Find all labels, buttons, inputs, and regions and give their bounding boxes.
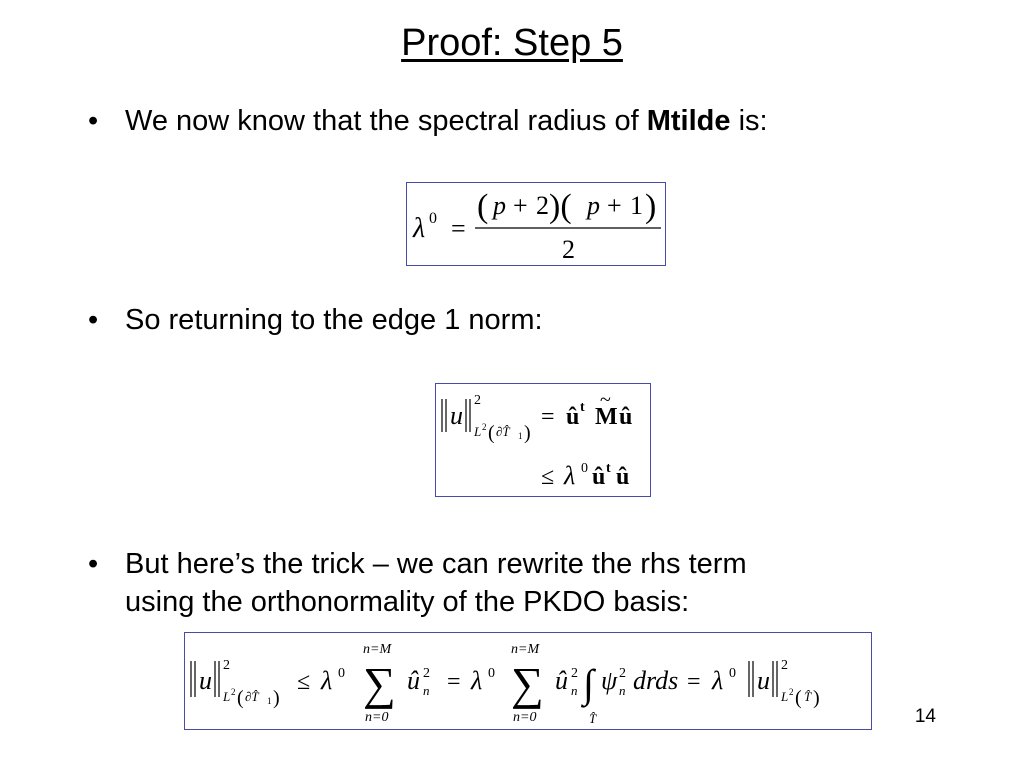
svg-text:(: ( xyxy=(795,687,802,709)
svg-text:u: u xyxy=(450,401,463,430)
svg-text:=: = xyxy=(451,214,466,243)
svg-text:n=M: n=M xyxy=(511,642,540,657)
svg-text:n=0: n=0 xyxy=(365,710,388,725)
svg-text:0: 0 xyxy=(429,210,437,227)
bullet-marker: • xyxy=(88,304,99,336)
svg-text:): ) xyxy=(273,687,280,709)
svg-text:2: 2 xyxy=(423,666,430,681)
svg-text:λ: λ xyxy=(412,213,425,244)
svg-text:0: 0 xyxy=(338,666,345,681)
svg-text:+: + xyxy=(607,191,622,220)
svg-text:λ: λ xyxy=(470,666,482,695)
svg-text:p: p xyxy=(491,191,506,220)
svg-text:0: 0 xyxy=(581,461,588,476)
svg-text:2: 2 xyxy=(562,235,575,264)
svg-text:u: u xyxy=(757,666,770,695)
svg-text:n: n xyxy=(571,683,578,698)
svg-text:û: û xyxy=(619,404,632,430)
equation-spectral-radius: λ 0 = ( p + 2 )( p + 1 ) 2 xyxy=(406,182,666,266)
svg-text:=: = xyxy=(541,404,555,430)
bullet-marker: • xyxy=(88,105,99,137)
svg-text:0: 0 xyxy=(729,666,736,681)
svg-text:=: = xyxy=(447,669,461,695)
bullet-text: We now know that the spectral radius of … xyxy=(125,105,768,137)
svg-text:~: ~ xyxy=(600,389,611,411)
svg-text:L: L xyxy=(473,424,481,439)
svg-text:û: û xyxy=(592,464,605,490)
svg-text:): ) xyxy=(524,422,531,444)
svg-text:): ) xyxy=(645,188,656,225)
svg-text:M: M xyxy=(595,404,618,430)
svg-text:t: t xyxy=(606,461,611,476)
svg-text:T̂: T̂ xyxy=(589,711,597,726)
bullet-marker: • xyxy=(88,548,99,580)
svg-text:2: 2 xyxy=(474,393,481,408)
svg-text:2: 2 xyxy=(231,687,236,697)
svg-text:û: û xyxy=(566,404,579,430)
svg-text:λ: λ xyxy=(711,666,723,695)
svg-text:∂T̂: ∂T̂ xyxy=(496,424,510,439)
svg-text:=: = xyxy=(687,669,701,695)
svg-text:≤: ≤ xyxy=(297,669,310,695)
svg-text:n=0: n=0 xyxy=(513,710,536,725)
svg-text:2: 2 xyxy=(223,658,230,673)
svg-text:ψ: ψ xyxy=(601,666,618,695)
svg-text:∫: ∫ xyxy=(580,661,597,708)
svg-text:1: 1 xyxy=(267,696,272,706)
svg-text:0: 0 xyxy=(488,666,495,681)
svg-text:2: 2 xyxy=(789,687,794,697)
svg-text:∑: ∑ xyxy=(511,658,544,709)
slide-title: Proof: Step 5 xyxy=(401,22,623,64)
svg-text:λ: λ xyxy=(563,461,575,490)
svg-text:n: n xyxy=(423,683,430,698)
svg-text:1: 1 xyxy=(518,431,523,441)
bold-term: Mtilde xyxy=(646,105,731,137)
svg-text:t: t xyxy=(580,400,585,415)
svg-text:L: L xyxy=(222,689,230,704)
svg-text:2: 2 xyxy=(571,666,578,681)
svg-text:u: u xyxy=(199,666,212,695)
svg-text:): ) xyxy=(813,687,820,709)
svg-text:2: 2 xyxy=(781,658,788,673)
svg-text:(: ( xyxy=(477,188,488,225)
svg-text:p: p xyxy=(585,191,600,220)
svg-text:û: û xyxy=(555,666,568,695)
bullet-text: So returning to the edge 1 norm: xyxy=(125,304,543,336)
svg-text:+: + xyxy=(513,191,528,220)
bullet-text-line1: But here’s the trick – we can rewrite th… xyxy=(125,548,747,580)
svg-text:n=M: n=M xyxy=(363,642,392,657)
svg-text:(: ( xyxy=(488,422,495,444)
svg-text:∑: ∑ xyxy=(363,658,396,709)
svg-text:2: 2 xyxy=(536,191,549,220)
bullet-text-line2: using the orthonormality of the PKDO bas… xyxy=(125,586,690,618)
equation-orthonormality: u 2 L 2 ( ∂T̂ 1 ) ≤ λ 0 n=M ∑ n=0 û 2 n … xyxy=(184,632,872,730)
svg-text:2: 2 xyxy=(482,422,487,432)
svg-text:≤: ≤ xyxy=(541,464,554,490)
svg-text:û: û xyxy=(407,666,420,695)
svg-text:L: L xyxy=(780,689,788,704)
svg-text:1: 1 xyxy=(630,191,643,220)
svg-text:T̂: T̂ xyxy=(804,689,812,704)
page-number: 14 xyxy=(914,706,936,727)
svg-text:)(: )( xyxy=(549,188,572,225)
svg-text:n: n xyxy=(619,683,626,698)
svg-text:∂T̂: ∂T̂ xyxy=(245,689,259,704)
svg-text:û: û xyxy=(616,464,629,490)
svg-text:(: ( xyxy=(237,687,244,709)
equation-edge-norm: u 2 L 2 ( ∂T̂ 1 ) = û t M ~ û ≤ λ 0 û t … xyxy=(435,383,651,497)
svg-text:2: 2 xyxy=(619,666,626,681)
svg-text:λ: λ xyxy=(320,666,332,695)
svg-text:drds: drds xyxy=(633,666,678,695)
